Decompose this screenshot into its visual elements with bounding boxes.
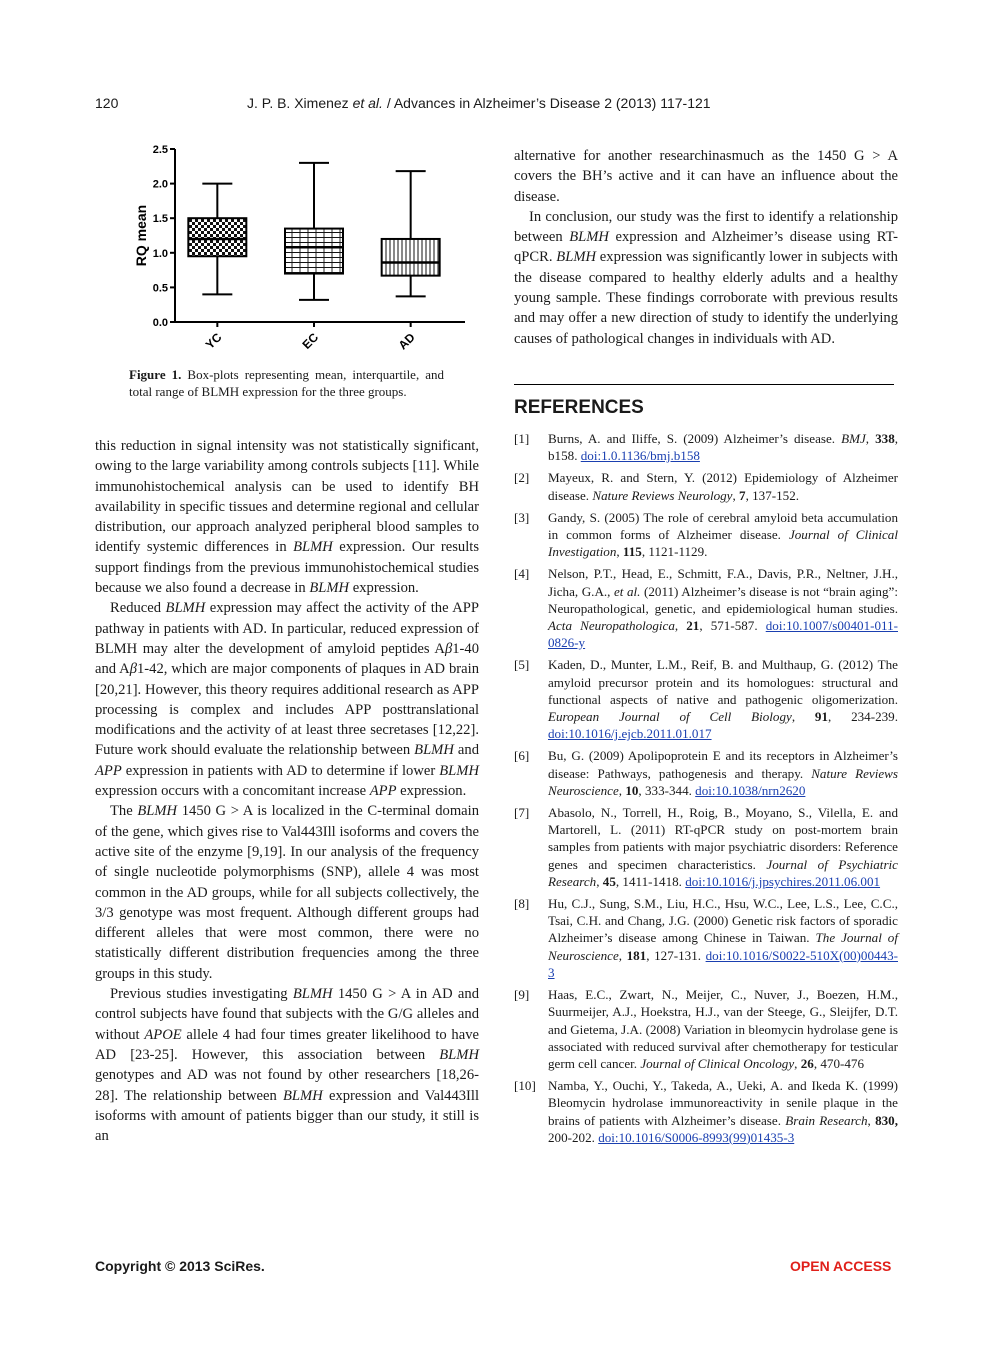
footer-copyright: Copyright © 2013 SciRes. — [95, 1258, 265, 1274]
x-tick-label: YC — [203, 330, 225, 352]
reference-text: Gandy, S. (2005) The role of cerebral am… — [548, 509, 898, 560]
paragraph: this reduction in signal intensity was n… — [95, 438, 480, 597]
doi-link[interactable]: doi:10.1016/j.ejcb.2011.01.017 — [548, 726, 712, 742]
reference-number: [1] — [514, 431, 530, 446]
reference-number: [8] — [514, 896, 530, 912]
paragraph: alternative for another researchinasmuch… — [514, 148, 898, 205]
iqr-box — [284, 227, 344, 275]
doi-link[interactable]: doi:10.1007/s00401-011-0826-y — [548, 618, 898, 651]
reference-number: [3] — [514, 509, 530, 525]
reference-text: Hu, C.J., Sung, S.M., Liu, H.C., Hsu, W.… — [548, 896, 898, 980]
paragraph: Reduced BLMH expression may affect the a… — [95, 600, 479, 800]
reference-item: [4] Nelson, P.T., Head, E., Schmitt, F.A.… — [514, 565, 898, 651]
y-tick-label: 0.0 — [153, 317, 168, 329]
footer-open-access: OPEN ACCESS — [790, 1258, 892, 1274]
iqr-box — [380, 237, 441, 277]
reference-item: [5] Kaden, D., Munter, L.M., Reif, B. and… — [514, 656, 898, 742]
reference-number: [5] — [514, 657, 530, 673]
x-tick-label: EC — [299, 330, 321, 352]
reference-text: Haas, E.C., Zwart, N., Meijer, C., Nuver… — [548, 987, 898, 1071]
reference-text: Bu, G. (2009) Apolipoprotein E and its r… — [548, 748, 898, 798]
box-yc — [187, 182, 248, 296]
reference-item: [6] Bu, G. (2009) Apolipoprotein E and it… — [514, 747, 898, 799]
reference-number: [6] — [514, 748, 530, 764]
reference-list: [1] Burns, A. and Iliffe, S. (2009) Alzhe… — [514, 430, 898, 1151]
section-divider — [514, 384, 894, 385]
doi-link[interactable]: doi:1.0.1136/bmj.b158 — [580, 448, 700, 464]
y-tick-label: 1.5 — [153, 213, 168, 225]
doi-link[interactable]: doi:10.1016/j.jpsychires.2011.06.001 — [685, 873, 881, 889]
reference-number: [4] — [514, 566, 530, 582]
reference-item: [7] Abasolo, N., Torrell, H., Roig, B., M… — [514, 804, 898, 890]
box-ad — [380, 170, 441, 298]
reference-text: Burns, A. and Iliffe, S. (2009) Alzheime… — [548, 431, 899, 464]
figure-caption: Figure 1. Box-plots representing mean, i… — [129, 366, 444, 400]
reference-item: [3] Gandy, S. (2005) The role of cerebral… — [514, 509, 898, 561]
running-header: J. P. B. Ximenez et al. / Advances in Al… — [247, 95, 711, 111]
y-tick-label: 1.0 — [153, 248, 168, 260]
reference-text: Mayeux, R. and Stern, Y. (2012) Epidemio… — [548, 470, 898, 503]
reference-text: Nelson, P.T., Head, E., Schmitt, F.A., D… — [548, 566, 898, 651]
y-axis-label: RQ mean — [133, 205, 149, 266]
reference-item: [2] Mayeux, R. and Stern, Y. (2012) Epide… — [514, 469, 898, 503]
reference-number: [9] — [514, 987, 530, 1003]
caption-label: Figure 1. — [129, 367, 182, 382]
reference-item: [1] Burns, A. and Iliffe, S. (2009) Alzhe… — [514, 430, 898, 464]
y-tick-label: 2.0 — [153, 179, 168, 191]
references-heading: REFERENCES — [514, 397, 644, 418]
reference-text: Kaden, D., Munter, L.M., Reif, B. and Mu… — [548, 657, 898, 742]
box-ec — [284, 161, 344, 301]
page-number: 120 — [95, 95, 119, 111]
header-etal: et al. — [352, 95, 383, 111]
left-column-text: this reduction in signal intensity was n… — [95, 436, 479, 1146]
reference-number: [10] — [514, 1078, 536, 1094]
reference-number: [2] — [514, 470, 530, 486]
y-tick-label: 0.5 — [153, 282, 168, 294]
header-journal: / Advances in Alzheimer’s Disease 2 (201… — [382, 95, 711, 111]
iqr-box — [187, 217, 248, 258]
header-authors: J. P. B. Ximenez — [247, 95, 353, 111]
reference-item: [10] Namba, Y., Ouchi, Y., Takeda, A., Ue… — [514, 1077, 898, 1146]
paragraph: The BLMH 1450 G > A is localized in the … — [95, 803, 479, 982]
reference-item: [9] Haas, E.C., Zwart, N., Meijer, C., Nu… — [514, 986, 898, 1072]
reference-text: Abasolo, N., Torrell, H., Roig, B., Moya… — [548, 805, 898, 889]
paragraph: In conclusion, our study was the first t… — [514, 208, 898, 347]
x-tick-label: AD — [396, 330, 418, 352]
doi-link[interactable]: doi:10.1016/S0006-8993(99)01435-3 — [598, 1129, 795, 1145]
reference-text: Namba, Y., Ouchi, Y., Takeda, A., Ueki, … — [548, 1078, 898, 1145]
right-column-text: alternative for another researchinasmuch… — [514, 146, 898, 349]
doi-link[interactable]: doi:10.1038/nrn2620 — [695, 782, 806, 798]
paragraph: Previous studies investigating BLMH 1450… — [95, 986, 480, 1145]
doi-link[interactable]: doi:10.1016/S0022-510X(00)00443-3 — [548, 947, 898, 980]
reference-item: [8] Hu, C.J., Sung, S.M., Liu, H.C., Hsu,… — [514, 895, 898, 981]
reference-number: [7] — [514, 805, 530, 821]
y-tick-label: 2.5 — [153, 144, 168, 156]
caption-text: Box-plots representing mean, interquarti… — [129, 367, 445, 399]
